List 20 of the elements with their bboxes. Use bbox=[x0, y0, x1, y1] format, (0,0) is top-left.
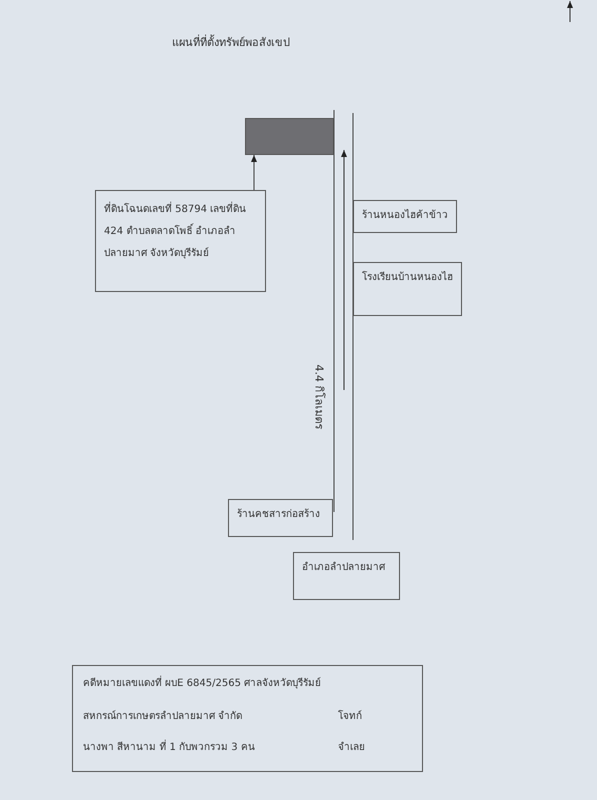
land-plot-rect bbox=[245, 118, 334, 155]
parcel-box bbox=[95, 190, 266, 292]
node-text: ร้านคชสารก่อสร้าง bbox=[237, 508, 321, 521]
landmark-box bbox=[293, 552, 400, 600]
distance-label: 4.4 กิโลเมตร bbox=[312, 364, 326, 430]
node-text: จำเลย bbox=[338, 742, 365, 754]
node-text: โจทก์ bbox=[338, 711, 362, 723]
node-text: โรงเรียนบ้านหนองไฮ bbox=[362, 271, 453, 284]
landmark-box bbox=[228, 499, 333, 537]
arrow bbox=[251, 154, 257, 190]
node-text: ที่ดินโฉนดเลขที่ 58794 เลขที่ดิน 424 ตำบลตลาดโพธิ์ อำเภอลำปลายมาศ จังหวัดบุรีรัมย์ bbox=[104, 199, 257, 265]
landmark-box bbox=[353, 200, 457, 233]
landmark-box bbox=[353, 262, 462, 316]
node-text: สหกรณ์การเกษตรลำปลายมาศ จำกัด bbox=[83, 711, 242, 723]
case-info-box bbox=[72, 665, 423, 772]
node-text: นางพา สีหานาม ที่ 1 กับพวกรวม 3 คน bbox=[83, 742, 255, 754]
node-text: ร้านหนองไฮค้าข้าว bbox=[362, 209, 448, 222]
node-text: อำเภอลำปลายมาศ bbox=[302, 561, 386, 574]
node-text: คดีหมายเลขแดงที่ ผบE 6845/2565 ศาลจังหวัดบุรีรัมย์ bbox=[83, 678, 322, 690]
map-title: แผนที่ที่ตั้งทรัพย์พอสังเขป bbox=[172, 34, 290, 51]
